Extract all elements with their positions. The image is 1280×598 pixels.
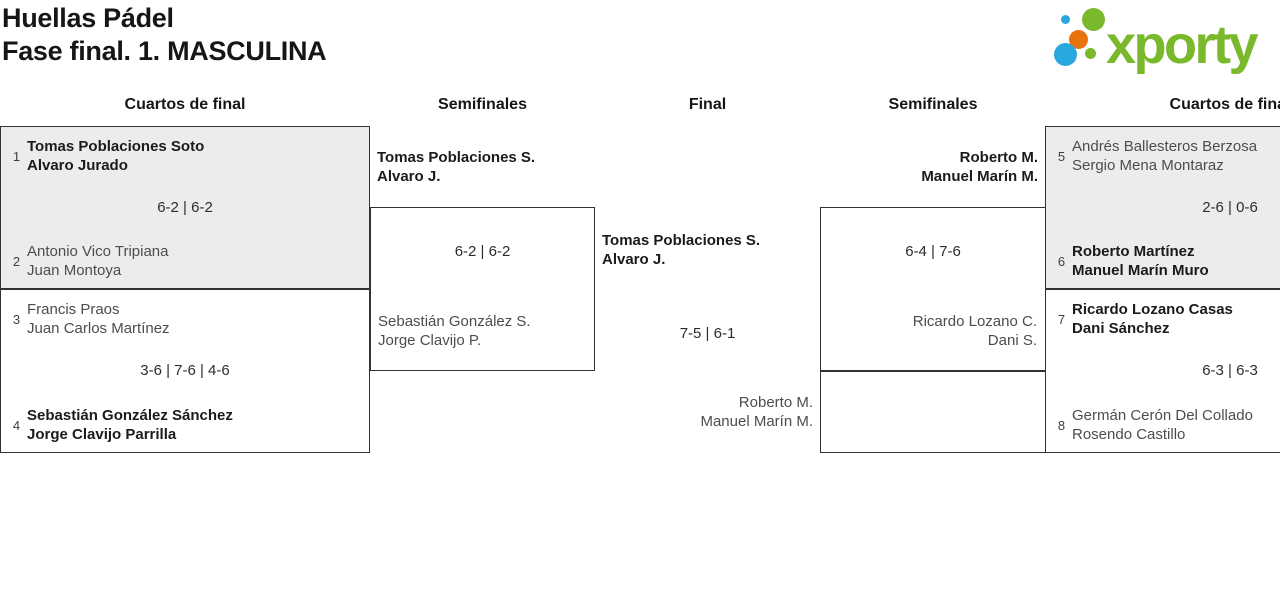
match-score: 3-6 | 7-6 | 4-6 xyxy=(140,362,230,379)
page-title: Huellas Pádel Fase final. 1. MASCULINA xyxy=(2,2,327,68)
team-row: 4 Sebastián González Sánchez Jorge Clavi… xyxy=(9,406,361,444)
logo-dot-blue-big-icon xyxy=(1054,43,1077,66)
round-header-quarters-right: Cuartos de final xyxy=(1169,96,1280,113)
round-header-quarters-left: Cuartos de final xyxy=(124,96,246,113)
team-names: Germán Cerón Del Collado Rosendo Castill… xyxy=(1072,406,1253,444)
team-row: 5 Andrés Ballesteros Berzosa Sergio Mena… xyxy=(1054,137,1280,175)
team-names: Tomas Poblaciones Soto Alvaro Jurado xyxy=(27,137,204,175)
player-name: Roberto Martínez xyxy=(1072,243,1195,260)
team-names: Sebastián González Sánchez Jorge Clavijo… xyxy=(27,406,233,444)
team-row: 6 Roberto Martínez Manuel Marín Muro xyxy=(1054,242,1280,280)
round-header-semis-left: Semifinales xyxy=(438,96,527,113)
player-name: Antonio Vico Tripiana xyxy=(27,243,169,260)
logo-dot-orange-icon xyxy=(1069,30,1088,49)
seed-number: 3 xyxy=(12,311,21,327)
semifinal-left-loser: Sebastián González S. Jorge Clavijo P. xyxy=(378,312,586,350)
team-row: 8 Germán Cerón Del Collado Rosendo Casti… xyxy=(1054,406,1280,444)
player-name: Sergio Mena Montaraz xyxy=(1072,157,1224,174)
player-name: Alvaro J. xyxy=(377,168,441,185)
seed-number: 7 xyxy=(1057,311,1066,327)
player-name: Roberto M. xyxy=(959,149,1038,166)
team-names: Antonio Vico Tripiana Juan Montoya xyxy=(27,242,168,280)
final-score: 7-5 | 6-1 xyxy=(679,325,736,342)
final-loser: Roberto M. Manuel Marín M. xyxy=(595,393,813,431)
match-box-qf3[interactable]: 5 Andrés Ballesteros Berzosa Sergio Mena… xyxy=(1045,126,1280,289)
player-name: Ricardo Lozano C. xyxy=(912,313,1037,330)
round-header-final: Final xyxy=(688,96,727,113)
player-name: Tomas Poblaciones S. xyxy=(377,149,536,166)
seed-number: 8 xyxy=(1057,417,1066,433)
match-box-qf2[interactable]: 3 Francis Praos Juan Carlos Martínez 3-6… xyxy=(0,289,370,453)
final-winner: Tomas Poblaciones S. Alvaro J. xyxy=(602,231,760,269)
seed-number: 6 xyxy=(1057,253,1066,269)
seed-number: 4 xyxy=(12,417,21,433)
logo-dot-green-small-icon xyxy=(1085,48,1096,59)
logo-dot-blue-small-icon xyxy=(1061,15,1070,24)
tournament-name: Huellas Pádel xyxy=(2,3,174,33)
player-name: Rosendo Castillo xyxy=(1072,426,1186,443)
seed-number: 1 xyxy=(12,148,21,164)
match-box-semifinal-left[interactable]: 6-2 | 6-2 Sebastián González S. Jorge Cl… xyxy=(370,207,595,371)
team-row: 7 Ricardo Lozano Casas Dani Sánchez xyxy=(1054,300,1280,338)
player-name: Manuel Marín Muro xyxy=(1072,262,1209,279)
player-name: Juan Carlos Martínez xyxy=(27,320,170,337)
player-name: Alvaro J. xyxy=(602,251,666,268)
player-name: Tomas Poblaciones S. xyxy=(602,232,761,249)
match-score: 2-6 | 0-6 xyxy=(1202,198,1258,216)
team-row: 2 Antonio Vico Tripiana Juan Montoya xyxy=(9,242,361,280)
team-names: Francis Praos Juan Carlos Martínez xyxy=(27,300,170,338)
player-name: Ricardo Lozano Casas xyxy=(1072,301,1233,318)
player-name: Alvaro Jurado xyxy=(27,157,128,174)
team-names: Roberto Martínez Manuel Marín Muro xyxy=(1072,242,1209,280)
team-names: Ricardo Lozano Casas Dani Sánchez xyxy=(1072,300,1233,338)
player-name: Sebastián González S. xyxy=(378,313,531,330)
semifinal-left-winner: Tomas Poblaciones S. Alvaro J. xyxy=(377,148,535,186)
match-score: 6-2 | 6-2 xyxy=(454,243,511,260)
team-row: 1 Tomas Poblaciones Soto Alvaro Jurado xyxy=(9,137,361,175)
team-row: 3 Francis Praos Juan Carlos Martínez xyxy=(9,300,361,338)
player-name: Francis Praos xyxy=(27,301,120,318)
logo-wordmark: xporty xyxy=(1106,15,1259,75)
player-name: Jorge Clavijo P. xyxy=(378,332,482,349)
player-name: Dani S. xyxy=(987,332,1037,349)
match-box-qf1[interactable]: 1 Tomas Poblaciones Soto Alvaro Jurado 6… xyxy=(0,126,370,289)
round-header-semis-right: Semifinales xyxy=(888,96,978,113)
phase-name: Fase final. 1. MASCULINA xyxy=(2,36,327,66)
player-name: Sebastián González Sánchez xyxy=(27,407,233,424)
player-name: Dani Sánchez xyxy=(1072,320,1170,337)
semifinal-right-extension-box xyxy=(820,371,1046,453)
player-name: Germán Cerón Del Collado xyxy=(1072,407,1253,424)
player-name: Andrés Ballesteros Berzosa xyxy=(1072,138,1258,155)
seed-number: 2 xyxy=(12,253,21,269)
player-name: Tomas Poblaciones Soto xyxy=(27,138,205,155)
match-score: 6-4 | 7-6 xyxy=(905,243,961,260)
player-name: Jorge Clavijo Parrilla xyxy=(27,426,177,443)
seed-number: 5 xyxy=(1057,148,1066,164)
match-score: 6-2 | 6-2 xyxy=(157,198,213,216)
player-name: Manuel Marín M. xyxy=(921,168,1038,185)
player-name: Juan Montoya xyxy=(27,262,122,279)
team-names: Andrés Ballesteros Berzosa Sergio Mena M… xyxy=(1072,137,1257,175)
match-box-semifinal-right[interactable]: 6-4 | 7-6 Ricardo Lozano C. Dani S. xyxy=(820,207,1046,371)
semifinal-right-loser: Ricardo Lozano C. Dani S. xyxy=(828,312,1037,350)
match-score: 6-3 | 6-3 xyxy=(1202,362,1258,379)
semifinal-right-winner: Roberto M. Manuel Marín M. xyxy=(820,148,1038,186)
player-name: Manuel Marín M. xyxy=(700,413,813,430)
player-name: Roberto M. xyxy=(738,394,813,411)
match-box-qf4[interactable]: 7 Ricardo Lozano Casas Dani Sánchez 6-3 … xyxy=(1045,289,1280,453)
logo-dot-green-big-icon xyxy=(1082,8,1105,31)
